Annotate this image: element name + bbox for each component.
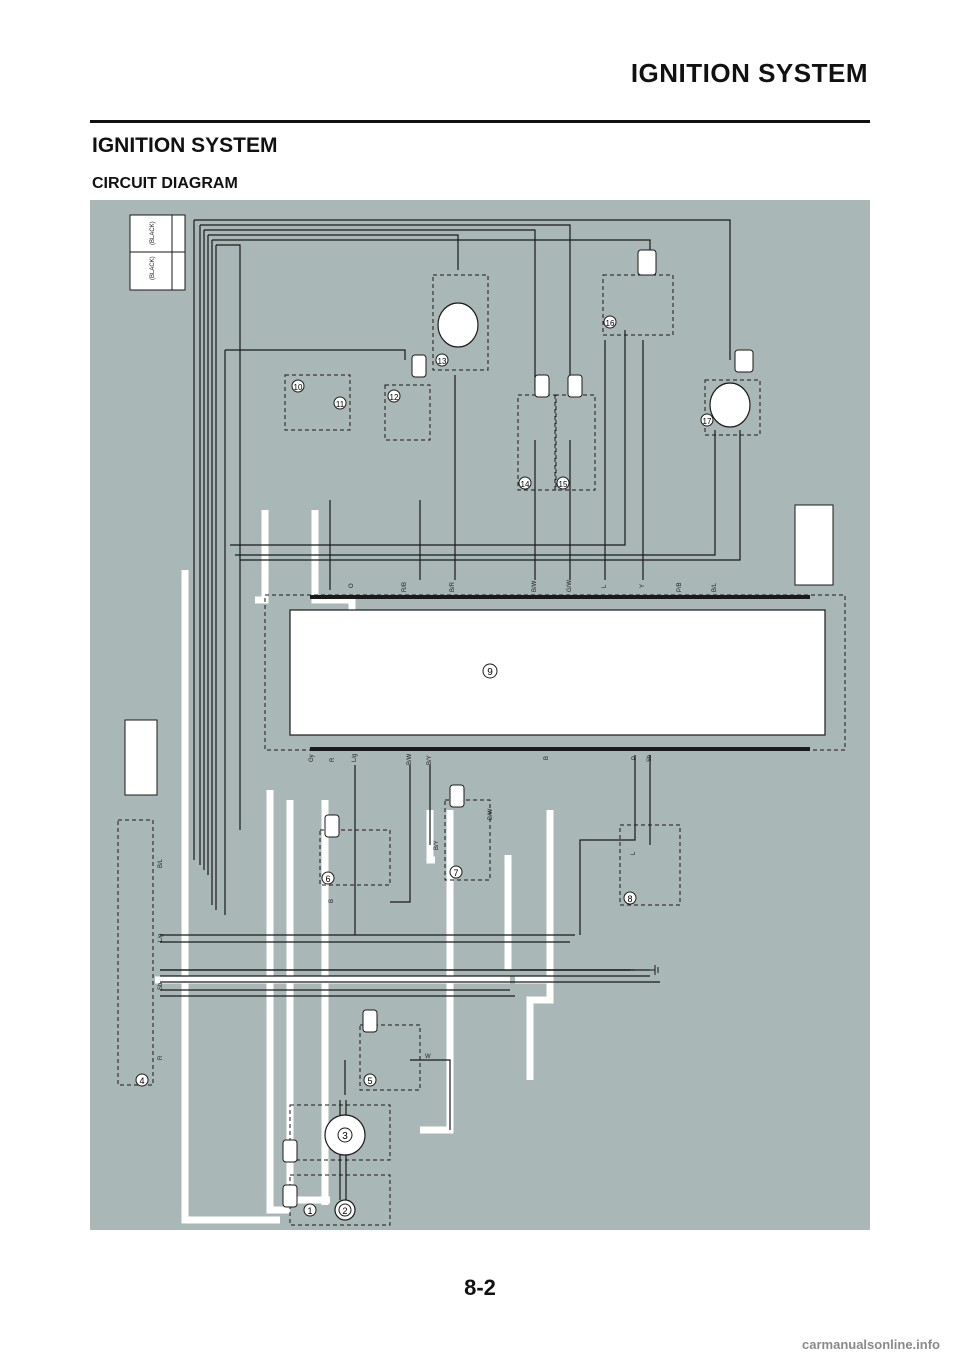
svg-text:O: O: [349, 583, 355, 588]
svg-text:B/L: B/L: [712, 582, 718, 592]
ecu-bottom-connector: [310, 747, 810, 751]
badge-number: 12: [390, 393, 399, 402]
svg-text:B/L: B/L: [158, 858, 164, 868]
svg-text:B: B: [329, 899, 335, 903]
svg-text:B: B: [544, 756, 550, 760]
badge-number: 8: [627, 894, 632, 904]
svg-text:G/W: G/W: [567, 580, 573, 592]
svg-text:R: R: [158, 1055, 164, 1060]
header-rule: [90, 120, 870, 123]
badge-number: 4: [139, 1076, 144, 1086]
svg-text:P: P: [632, 756, 638, 760]
svg-text:R: R: [330, 757, 336, 762]
svg-text:L: L: [602, 584, 608, 588]
circuit-diagram: 1 2 3 4 5 6 7 8 9 10 11 12 13 1: [90, 200, 870, 1230]
running-header: IGNITION SYSTEM: [630, 58, 868, 88]
ground-symbols: [650, 965, 659, 975]
svg-text:B/W: B/W: [407, 753, 413, 765]
svg-text:Sb: Sb: [158, 982, 164, 990]
svg-text:B/Y: B/Y: [434, 840, 440, 850]
section-title: IGNITION SYSTEM: [92, 134, 278, 157]
svg-text:W: W: [425, 1054, 431, 1060]
round-components: [324, 302, 751, 1221]
svg-text:B/R: B/R: [450, 581, 456, 592]
badge-number: 13: [438, 357, 447, 366]
svg-text:R/B: R/B: [402, 582, 408, 592]
svg-text:Y: Y: [640, 584, 646, 588]
svg-text:L: L: [631, 851, 637, 855]
badge-number: 16: [606, 319, 615, 328]
ecu-top-connector: [310, 595, 810, 599]
badge-number: 14: [521, 480, 530, 489]
svg-text:P/B: P/B: [677, 582, 683, 592]
badge-number: 11: [336, 400, 345, 409]
svg-text:Gy: Gy: [309, 754, 315, 762]
badge-number: 1: [307, 1206, 312, 1216]
watermark: carmanualsonline.info: [802, 1337, 940, 1352]
svg-text:L/g: L/g: [158, 934, 164, 942]
svg-text:B/Y: B/Y: [427, 755, 433, 765]
svg-text:Sb: Sb: [647, 754, 653, 762]
coupler-shapes: [124, 249, 834, 1208]
badge-number: 6: [325, 874, 330, 884]
wire-labels: (BLACK) (BLACK) O R/B B/R B/W G/W L Y P/…: [150, 221, 718, 1060]
svg-text:B/W: B/W: [488, 808, 494, 820]
component-number-badges: 1 2 3 4 5 6 7 8 9 10 11 12 13 1: [135, 315, 714, 1217]
svg-text:(BLACK): (BLACK): [150, 221, 156, 245]
badge-number: 7: [453, 868, 458, 878]
svg-text:B/W: B/W: [532, 580, 538, 592]
badge-number: 3: [342, 1131, 348, 1142]
svg-text:(BLACK): (BLACK): [150, 256, 156, 280]
page-number: 8-2: [464, 1275, 496, 1300]
ecu-body: [289, 609, 826, 736]
badge-number: 5: [367, 1076, 372, 1086]
svg-text:L/g: L/g: [352, 754, 358, 762]
wire-harness: [160, 219, 741, 1200]
badge-number: 10: [294, 383, 303, 392]
circuit-diagram-svg: 1 2 3 4 5 6 7 8 9 10 11 12 13 1: [117, 214, 846, 1226]
subsection-title: CIRCUIT DIAGRAM: [92, 175, 238, 192]
badge-number: 17: [703, 417, 712, 426]
badge-number: 9: [487, 667, 493, 678]
badge-number: 2: [342, 1206, 347, 1216]
badge-number: 15: [559, 480, 568, 489]
